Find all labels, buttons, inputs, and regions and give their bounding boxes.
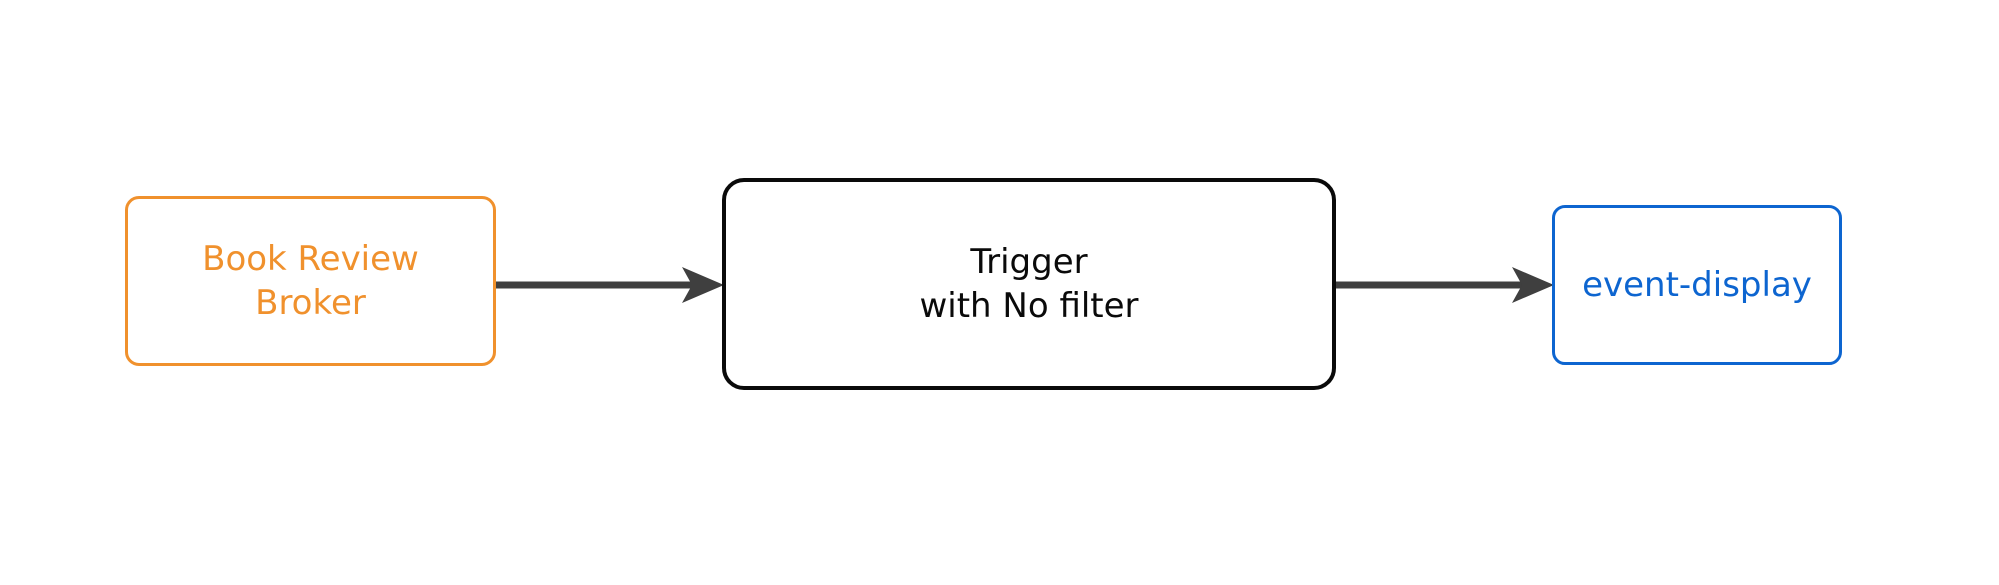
- edge-broker-to-trigger: [496, 267, 724, 303]
- node-book-review-broker[interactable]: Book Review Broker: [125, 196, 496, 366]
- node-trigger[interactable]: Trigger with No filter: [722, 178, 1336, 390]
- edge-trigger-to-display: [1336, 267, 1554, 303]
- arrowhead-icon: [682, 267, 724, 303]
- node-trigger-label: Trigger with No filter: [919, 241, 1139, 326]
- node-event-display-label: event-display: [1582, 264, 1812, 305]
- arrowhead-icon: [1512, 267, 1554, 303]
- node-event-display[interactable]: event-display: [1552, 205, 1842, 365]
- node-book-review-broker-label: Book Review Broker: [202, 238, 419, 323]
